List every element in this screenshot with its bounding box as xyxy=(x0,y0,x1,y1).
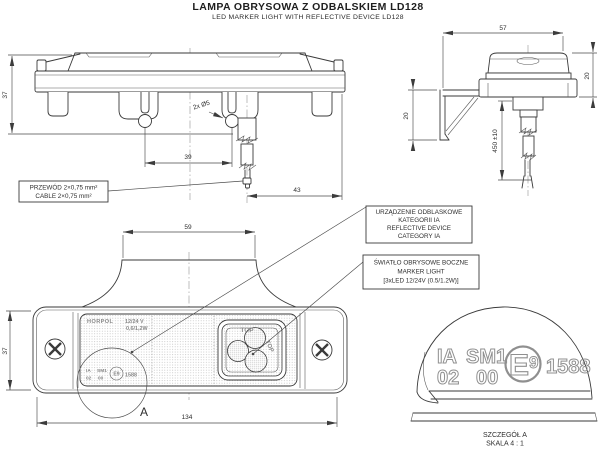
cat-marking: IA xyxy=(86,368,91,374)
dim-side-height: 37 xyxy=(2,91,9,99)
approval-marking: 1588 xyxy=(125,373,137,379)
dim-hole-spacing: 39 xyxy=(184,154,192,161)
dim-front-height: 37 xyxy=(2,347,9,355)
led-lenses xyxy=(227,327,268,373)
callout-marker-line1: ŚWIATŁO OBRYSOWE BOCZNE xyxy=(374,258,469,267)
detail-rev: 00 xyxy=(476,367,498,389)
screw-left xyxy=(44,338,66,360)
detail-marker-label: A xyxy=(140,405,148,419)
callout-marker-line2: MARKER LIGHT xyxy=(397,269,444,276)
dim-end-width: 57 xyxy=(499,25,507,32)
brand-marking: HORPOL xyxy=(87,319,114,325)
callout-reflective-line3: REFLECTIVE DEVICE xyxy=(387,225,451,232)
detail-approval: 1588 xyxy=(546,356,591,378)
callout-reflective-line2: KATEGORII IA xyxy=(398,217,440,224)
front-view: TOP TOP HORPOL 12/24 V 0,6/1,2W IA SM1 0… xyxy=(2,224,348,427)
detail-caption-scale: SKALA 4 : 1 xyxy=(486,441,524,448)
dim-cable-offset: 43 xyxy=(293,187,301,194)
callout-reflective-line4: CATEGORY IA xyxy=(398,233,441,240)
end-view: 57 20 20 450 ±10 xyxy=(403,25,597,196)
e-mark: E9 xyxy=(113,372,119,378)
screw-right xyxy=(311,339,333,361)
detail-year: 02 xyxy=(437,367,459,389)
top-label: TOP xyxy=(240,327,254,334)
drawing-title-block: LAMPA OBRYSOWA Z ODBALSKIEM LD128 LED MA… xyxy=(8,1,600,21)
dim-bracket-width: 59 xyxy=(184,224,192,231)
detail-e-letter: E xyxy=(509,349,529,382)
drawing-title-pl: LAMPA OBRYSOWA Z ODBALSKIEM LD128 xyxy=(192,1,424,13)
power-marking: 0,6/1,2W xyxy=(126,326,148,332)
detail-e-number: 9 xyxy=(529,353,538,372)
detail-type: SM1 xyxy=(466,346,507,368)
dim-front-width: 134 xyxy=(182,414,193,421)
callout-marker-line3: [3xLED 12/24V (0.5/1.2W)] xyxy=(383,278,458,285)
callout-reflective-line1: URZĄDZENIE ODBLASKOWE xyxy=(376,209,463,216)
type-marking: SM1 xyxy=(97,368,107,374)
year-marking: 02 xyxy=(86,376,92,382)
side-view: 37 39 43 2x Ø5 PRZEWÓD 2×0,75 mm² CABLE … xyxy=(2,48,346,203)
cable-note-en: CABLE 2×0,75 mm² xyxy=(35,193,91,200)
dim-cable-length: 450 ±10 xyxy=(492,129,499,153)
note-holes: 2x Ø5 xyxy=(192,99,211,111)
cable-note-pl: PRZEWÓD 2×0,75 mm² xyxy=(30,183,98,192)
detail-a-view: IA SM1 02 00 E 9 1588 SZCZEGÓŁ A SKALA 4… xyxy=(410,306,598,448)
top-label-rotated: TOP xyxy=(264,340,274,354)
drawing-title-en: LED MARKER LIGHT WITH REFLECTIVE DEVICE … xyxy=(212,14,404,21)
callouts: URZĄDZENIE ODBLASKOWE KATEGORII IA REFLE… xyxy=(130,205,480,356)
rev-marking: 00 xyxy=(98,376,104,382)
detail-caption-title: SZCZEGÓŁ A xyxy=(483,430,527,439)
voltage-marking: 12/24 V xyxy=(125,319,144,325)
dim-lamp-height: 20 xyxy=(584,72,591,80)
dim-bracket-height: 20 xyxy=(403,112,410,120)
detail-cat: IA xyxy=(437,346,457,368)
